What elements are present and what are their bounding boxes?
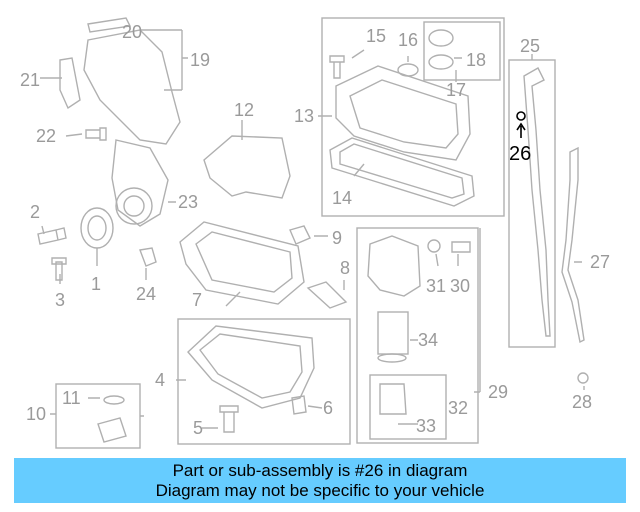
dipstick-tube-shape — [561, 146, 585, 344]
crank-pulley-shape — [80, 207, 114, 249]
oil-filter-housing-shape — [367, 235, 421, 297]
callout-17: 17 — [446, 80, 466, 100]
cap-16-shape — [397, 63, 419, 77]
valve-cover-gasket-shape — [329, 137, 475, 207]
callout-23: 23 — [178, 192, 198, 212]
part-26-arrow — [516, 122, 526, 138]
callout-4: 4 — [155, 370, 165, 390]
plug-9-shape — [289, 225, 311, 245]
callout-22: 22 — [36, 126, 56, 146]
oil-pan-upper-inner — [195, 231, 293, 293]
clip-6-shape — [291, 395, 307, 415]
timing-cover-bolt-strip — [87, 17, 132, 33]
callout-14: 14 — [332, 188, 352, 208]
disclaimer-line: Diagram may not be specific to your vehi… — [155, 481, 485, 500]
callout-29: 29 — [488, 382, 508, 402]
timing-cover-shape — [83, 29, 181, 145]
callout-3: 3 — [55, 290, 65, 310]
part-26-oring-icon — [516, 111, 526, 121]
oil-pan-lower-shape — [187, 325, 315, 409]
callout-18: 18 — [466, 50, 486, 70]
callout-21: 21 — [20, 70, 40, 90]
part-info-line: Part or sub-assembly is #26 in diagram — [172, 461, 468, 480]
gasket-8-shape — [306, 281, 348, 309]
callout-32: 32 — [448, 398, 468, 418]
bolt-15-shape — [329, 55, 345, 79]
callout-2: 2 — [30, 202, 40, 222]
baffle-12-shape — [203, 135, 291, 199]
callout-19: 19 — [190, 50, 210, 70]
part-info-banner: Part or sub-assembly is #26 in diagram D… — [14, 458, 626, 503]
leader-lines — [40, 29, 585, 429]
oil-filter-cartridge-32 — [379, 383, 407, 415]
callout-20: 20 — [122, 22, 142, 42]
callout-30: 30 — [450, 276, 470, 296]
seal-18-bottom — [428, 54, 454, 70]
bolt-3-shape — [51, 257, 67, 281]
dipstick-shape — [523, 67, 551, 337]
pulley-cover-ring-inner — [123, 195, 145, 217]
callout-16: 16 — [398, 30, 418, 50]
drain-plug-5-shape — [219, 405, 239, 433]
oil-filter-group-box — [356, 227, 479, 444]
callout-6: 6 — [323, 398, 333, 418]
callout-13: 13 — [294, 106, 314, 126]
callout-25: 25 — [520, 36, 540, 56]
sensor-10-shape — [97, 417, 127, 443]
callout-5: 5 — [193, 418, 203, 438]
oil-filter-cartridge-box — [369, 374, 447, 440]
callout-9: 9 — [332, 228, 342, 248]
valve-cover-gasket-inner — [339, 143, 465, 199]
callout-1: 1 — [91, 274, 101, 294]
callout-7: 7 — [192, 290, 202, 310]
valve-cover-inner — [349, 79, 459, 149]
callout-10: 10 — [26, 404, 46, 424]
callout-34: 34 — [418, 330, 438, 350]
seal-30-shape — [451, 241, 471, 253]
callout-12: 12 — [234, 100, 254, 120]
oil-filter-element-34 — [377, 311, 409, 355]
callout-26: 26 — [509, 143, 531, 165]
seal-group-box — [423, 21, 501, 81]
crank-pulley-inner — [87, 215, 107, 241]
lower-timing-cover-shape — [111, 139, 169, 227]
callout-15: 15 — [366, 26, 386, 46]
parts-diagram: 1 2 3 4 5 6 7 8 9 10 11 12 13 14 15 16 1… — [20, 17, 610, 449]
callout-28: 28 — [572, 392, 592, 412]
valve-cover-group-box — [321, 17, 505, 217]
sensor-24-shape — [139, 247, 157, 267]
seal-18-top — [428, 29, 454, 47]
callout-24: 24 — [136, 284, 156, 304]
oil-pan-lower-inner — [199, 333, 303, 399]
oring-31-shape — [427, 239, 441, 253]
oil-pan-upper-shape — [179, 221, 305, 305]
oil-pan-group-box — [177, 318, 351, 445]
seal-28-shape — [577, 372, 589, 384]
callout-31: 31 — [426, 276, 446, 296]
pulley-cover-ring — [115, 187, 153, 225]
bolt-2-shape — [37, 227, 67, 245]
callout-33: 33 — [416, 416, 436, 436]
oring-11-shape — [103, 395, 125, 405]
callout-27: 27 — [590, 252, 610, 272]
timing-cover-small — [59, 57, 81, 110]
callout-8: 8 — [340, 258, 350, 278]
bolt-22-shape — [85, 127, 107, 141]
callout-11: 11 — [62, 388, 81, 408]
oil-filter-ring — [377, 353, 407, 363]
